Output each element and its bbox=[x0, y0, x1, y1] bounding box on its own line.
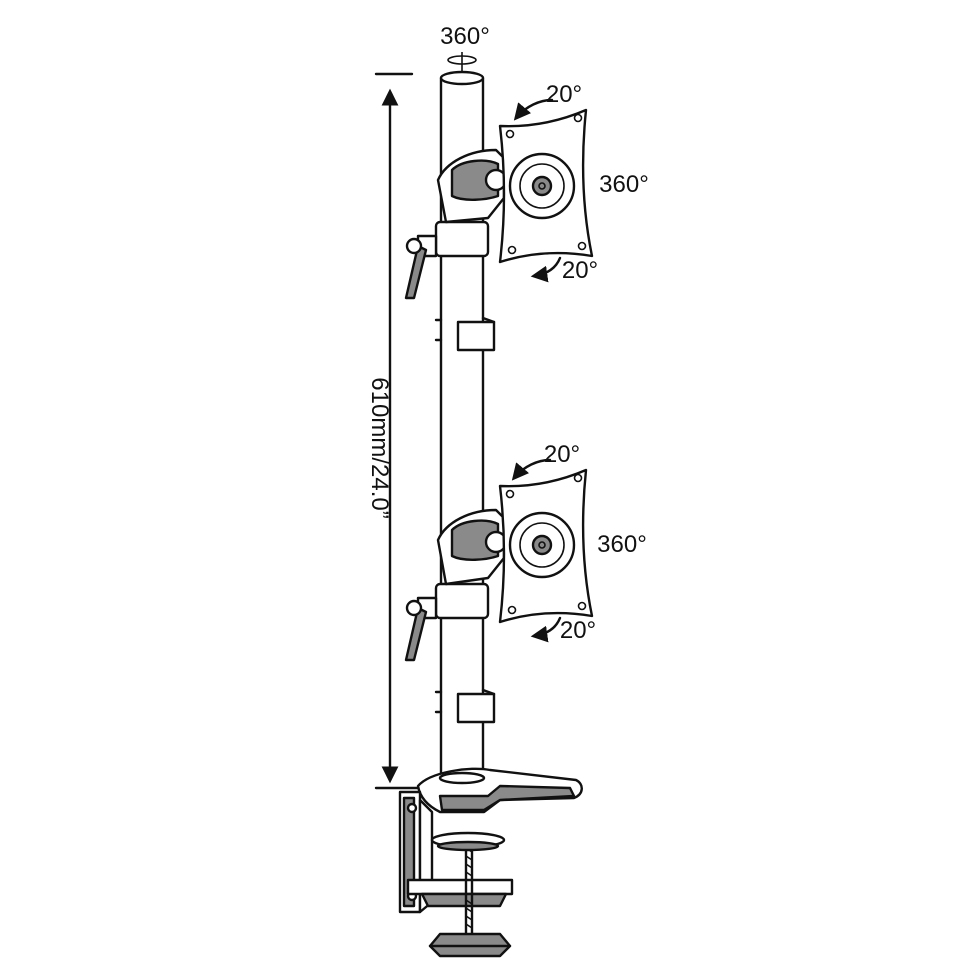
lower-arm-collar bbox=[434, 582, 490, 620]
upper-tilt-up-label: 20° bbox=[546, 81, 582, 108]
height-label: 610mm/24.0” bbox=[366, 377, 393, 518]
upper-arm-shade bbox=[450, 159, 500, 201]
lower-lock-handle bbox=[404, 606, 428, 662]
lower-tilt-down-arrow-icon bbox=[530, 616, 562, 643]
top-rotation-label: 360° bbox=[440, 23, 490, 50]
upper-handle-knob bbox=[405, 237, 423, 255]
desk-clamp-base bbox=[398, 767, 583, 958]
upper-monitor-arm bbox=[404, 98, 594, 300]
cable-clip-lower bbox=[434, 688, 496, 724]
pole-top-cap bbox=[439, 70, 485, 86]
lower-tilt-up-label: 20° bbox=[544, 441, 580, 468]
pole-base-ring bbox=[438, 771, 486, 785]
lower-tilt-up-arrow-icon bbox=[511, 458, 552, 481]
upper-rotation-label: 360° bbox=[599, 171, 649, 198]
pole-top-rotation: 360° bbox=[440, 23, 490, 74]
upper-tilt-down-arrow-icon bbox=[530, 256, 562, 283]
lower-tilt-down-label: 20° bbox=[560, 617, 596, 644]
lower-handle-knob bbox=[405, 599, 423, 617]
lower-rotation-label: 360° bbox=[597, 531, 647, 558]
upper-lock-handle bbox=[404, 244, 428, 300]
lower-monitor-arm bbox=[404, 458, 594, 662]
cable-clip-upper bbox=[434, 316, 496, 352]
base-foot-shade bbox=[438, 784, 576, 812]
upper-tilt-down-label: 20° bbox=[562, 257, 598, 284]
lower-arm-shade bbox=[450, 519, 500, 561]
upper-tilt-up-arrow-icon bbox=[513, 98, 554, 121]
clamp-bottom-plate bbox=[406, 878, 514, 896]
upper-arm-collar bbox=[434, 220, 490, 258]
height-dimension: 610mm/24.0” bbox=[366, 72, 422, 790]
